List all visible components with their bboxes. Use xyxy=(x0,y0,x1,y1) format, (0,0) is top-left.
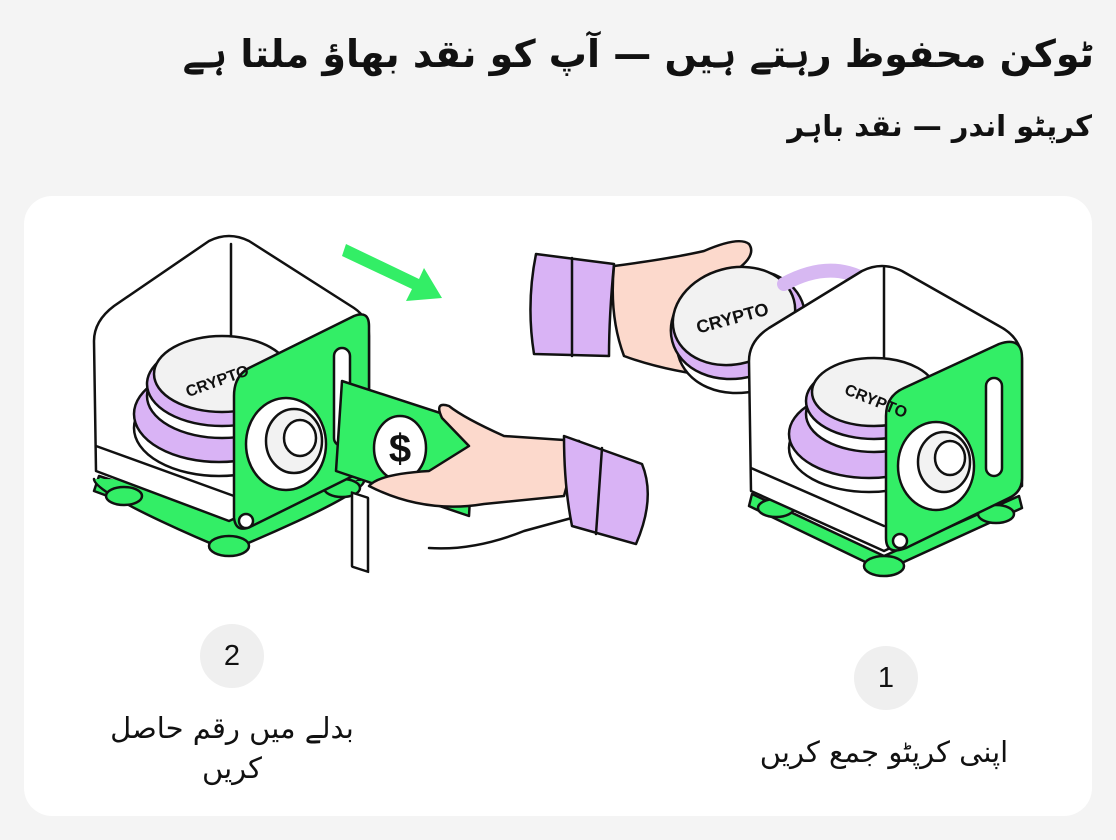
hand-icon xyxy=(529,239,813,395)
exchange-illustration: CRYPTO $ CRYPTO xyxy=(92,234,1024,578)
step-label-2: بدلے میں رقم حاصل کریں xyxy=(110,711,354,785)
step-number-2: 2 xyxy=(200,624,264,688)
step-label-1: اپنی کرپٹو جمع کریں xyxy=(759,735,1009,769)
step-number-1: 1 xyxy=(854,646,918,710)
page-subtitle: کرپٹو اندر — نقد باہر xyxy=(787,109,1092,143)
hand-icon xyxy=(367,403,650,550)
page-title: ٹوکن محفوظ رہتے ہیں — آپ کو نقد بھاؤ ملت… xyxy=(182,32,1094,76)
illustration-card: CRYPTO $ CRYPTO xyxy=(24,196,1092,816)
safe-icon xyxy=(92,234,371,558)
safe-icon xyxy=(747,264,1024,578)
cash-symbol: $ xyxy=(389,427,411,471)
arrow-icon xyxy=(342,244,442,301)
